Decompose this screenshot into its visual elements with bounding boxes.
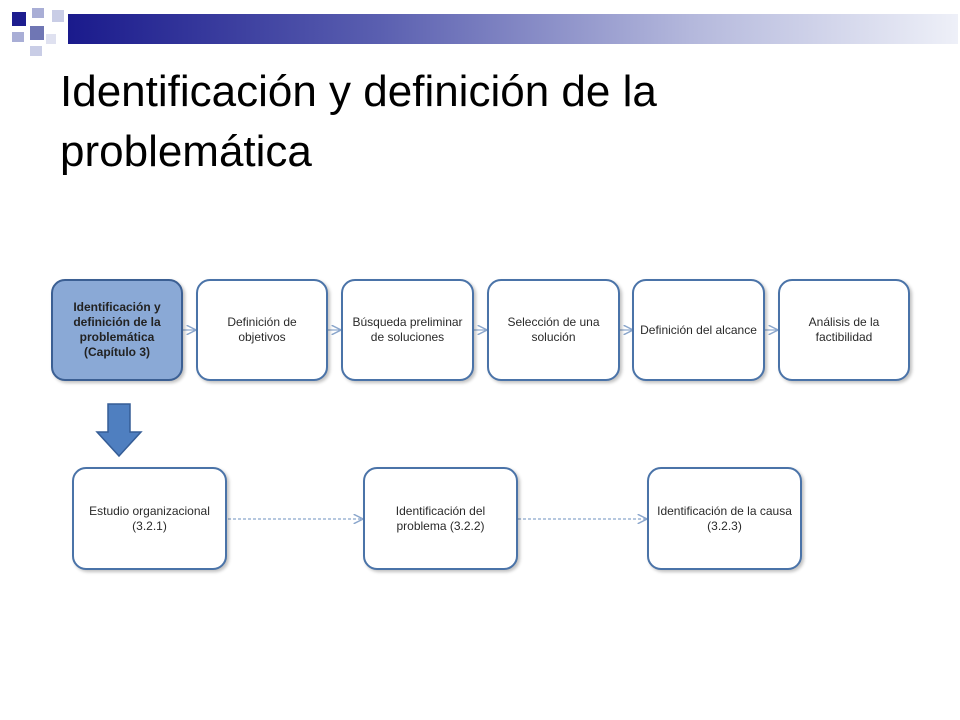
decor-square xyxy=(46,34,56,44)
down-arrow-icon xyxy=(95,403,143,458)
step-box-label: Selección de una solución xyxy=(507,315,600,344)
header-gradient-bar xyxy=(68,14,958,44)
step-box-factibilidad: Análisis de la factibilidad xyxy=(778,279,910,381)
step-box-objetivos: Definición de objetivos xyxy=(196,279,328,381)
substep-box-estudio: Estudio organizacional (3.2.1) xyxy=(72,467,227,570)
decor-square xyxy=(30,26,44,40)
substep-box-problema: Identificación del problema (3.2.2) xyxy=(363,467,518,570)
substep-box-label: Identificación del problema (3.2.2) xyxy=(395,503,486,533)
step-box-label: Definición del alcance xyxy=(640,322,757,337)
step-box-label: Análisis de la factibilidad xyxy=(808,315,880,344)
substep-box-causa: Identificación de la causa (3.2.3) xyxy=(647,467,802,570)
slide-title: Identificación y definición de la proble… xyxy=(60,67,657,176)
decor-square xyxy=(12,12,26,26)
step-box-problematica: Identificación y definición de la proble… xyxy=(51,279,183,381)
step-box-label: Búsqueda preliminar de soluciones xyxy=(352,315,463,344)
step-box-busqueda: Búsqueda preliminar de soluciones xyxy=(341,279,474,381)
step-box-label: Definición de objetivos xyxy=(227,315,297,344)
step-box-label: Identificación y definición de la proble… xyxy=(73,300,161,359)
step-box-alcance: Definición del alcance xyxy=(632,279,765,381)
decor-square xyxy=(52,10,64,22)
decor-square xyxy=(32,8,44,18)
step-box-seleccion: Selección de una solución xyxy=(487,279,620,381)
substep-box-label: Estudio organizacional (3.2.1) xyxy=(89,503,210,533)
decor-square xyxy=(12,32,24,42)
decor-square xyxy=(30,46,42,56)
substep-box-label: Identificación de la causa (3.2.3) xyxy=(657,503,792,533)
